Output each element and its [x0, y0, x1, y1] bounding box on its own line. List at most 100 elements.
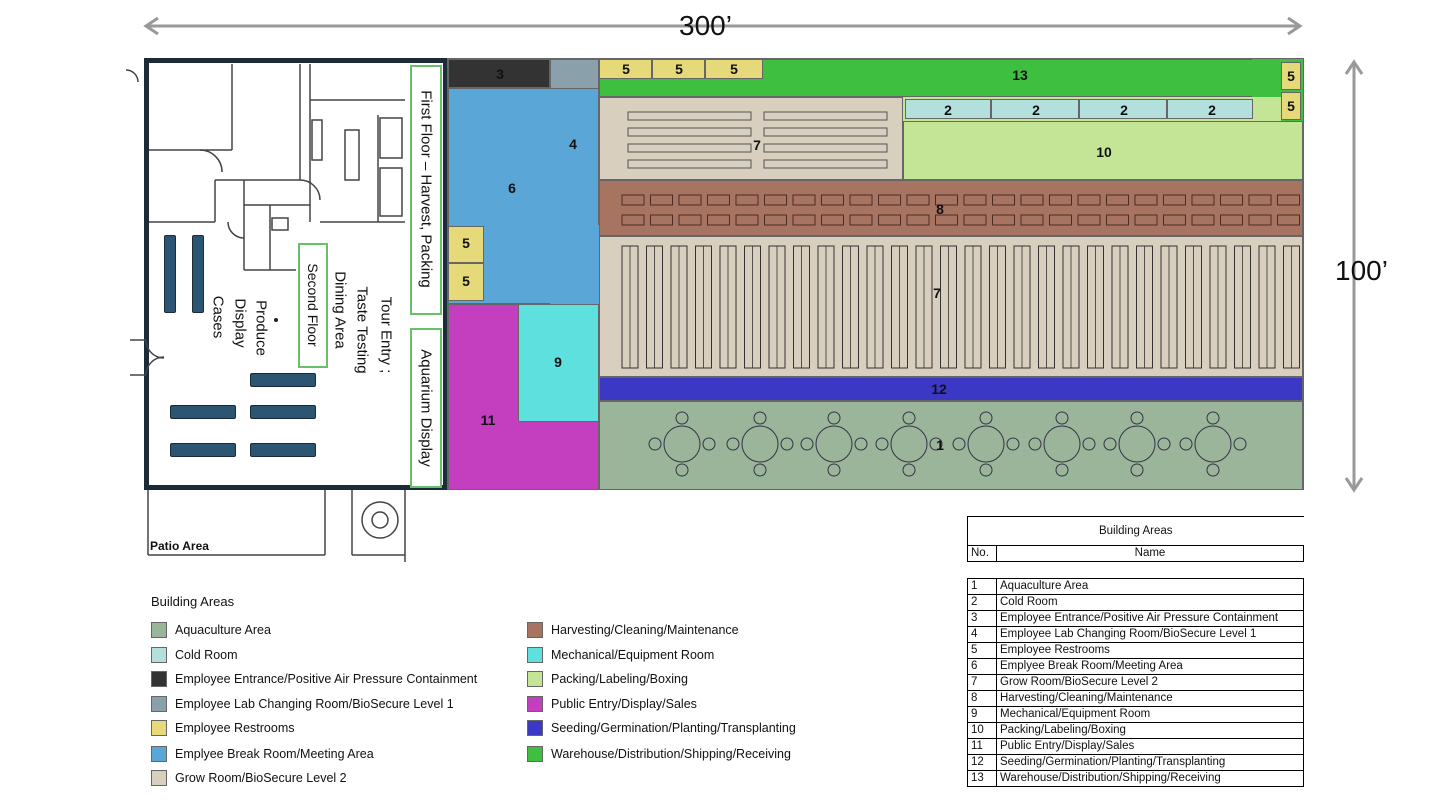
zone-label-3: 3 — [496, 66, 504, 82]
zone-5-restroom — [1281, 92, 1301, 120]
table-cell-name: Warehouse/Distribution/Shipping/Receivin… — [996, 770, 1304, 787]
harvest-table — [1248, 214, 1272, 226]
harvest-table — [735, 194, 759, 206]
tank-pump — [648, 437, 662, 451]
patio-label: Patio Area — [150, 539, 209, 553]
zone-6-notch — [550, 225, 599, 304]
zone-5-restroom — [1281, 62, 1301, 90]
table-cell-no: 3 — [967, 610, 997, 627]
legend-item: Employee Entrance/Positive Air Pressure … — [151, 670, 477, 688]
legend-swatch — [527, 622, 543, 638]
tank-pump — [979, 411, 993, 425]
legend-swatch — [151, 770, 167, 786]
tank-pump — [1206, 411, 1220, 425]
legend-item: Employee Restrooms — [151, 719, 295, 737]
zone-label-6: 6 — [508, 180, 516, 196]
harvest-table — [707, 214, 730, 226]
harvest-table — [1020, 194, 1044, 206]
harvest-table — [1020, 214, 1044, 226]
tank-pump — [827, 411, 841, 425]
legend-label: Public Entry/Display/Sales — [551, 697, 697, 711]
zone-label-11: 11 — [480, 412, 496, 428]
legend-item: Aquaculture Area — [151, 621, 271, 639]
table-cell-no: 10 — [967, 722, 997, 739]
tank-pump — [827, 463, 841, 477]
harvest-table — [992, 214, 1015, 226]
zone-8-harvesting — [599, 180, 1303, 236]
zone-5-restroom — [599, 59, 652, 79]
harvest-table — [906, 214, 930, 226]
tank-pump — [702, 437, 716, 451]
table-cell-name: Seeding/Germination/Planting/Transplanti… — [996, 754, 1304, 771]
harvest-table — [1049, 194, 1072, 206]
grow-bench — [627, 127, 752, 137]
tank-pump — [854, 437, 868, 451]
tank-pump — [1006, 437, 1020, 451]
harvest-table — [1049, 214, 1072, 226]
zone-label-5: 5 — [1287, 98, 1295, 114]
dot-marker — [274, 318, 278, 322]
table-cell-name: Employee Restrooms — [996, 642, 1304, 659]
tank-pump — [780, 437, 794, 451]
zone-label-7: 7 — [933, 285, 941, 301]
tank-pump — [1179, 437, 1193, 451]
tank-pump — [1233, 437, 1247, 451]
second-floor-box: Second Floor — [298, 243, 328, 368]
zone-label-12: 12 — [931, 381, 947, 397]
harvest-table — [878, 214, 901, 226]
harvest-table — [621, 194, 645, 206]
zone-label-9: 9 — [554, 354, 562, 370]
legend-swatch — [151, 720, 167, 736]
harvest-table — [1134, 194, 1158, 206]
table-cell-name: Public Entry/Display/Sales — [996, 738, 1304, 755]
harvest-table — [906, 194, 930, 206]
aquarium-display-box: Aquarium Display — [410, 328, 442, 488]
legend-item: Warehouse/Distribution/Shipping/Receivin… — [527, 745, 791, 763]
tank-pump — [800, 437, 814, 451]
legend-swatch — [151, 622, 167, 638]
zone-2-cold-room — [1079, 99, 1167, 119]
grow-bench — [763, 111, 888, 121]
grow-bench — [627, 111, 752, 121]
legend-swatch — [527, 671, 543, 687]
harvest-table — [1077, 214, 1101, 226]
display-case — [170, 443, 236, 457]
harvest-table — [1077, 194, 1101, 206]
tank-pump — [1082, 437, 1096, 451]
table-cell-no: 1 — [967, 578, 997, 595]
harvest-table — [678, 194, 702, 206]
legend-swatch — [151, 696, 167, 712]
table-cell-no: 8 — [967, 690, 997, 707]
zone-2-cold-room — [1167, 99, 1253, 119]
legend-label: Mechanical/Equipment Room — [551, 648, 715, 662]
tank-pump — [902, 463, 916, 477]
legend-label: Employee Lab Changing Room/BioSecure Lev… — [175, 697, 454, 711]
tank-pump — [1103, 437, 1117, 451]
table-cell-no: 2 — [967, 594, 997, 611]
legend-swatch — [151, 647, 167, 663]
harvest-table — [707, 194, 730, 206]
legend-item: Emplyee Break Room/Meeting Area — [151, 745, 374, 763]
display-case — [250, 443, 316, 457]
table-cell-no: 6 — [967, 658, 997, 675]
table-cell-no: 7 — [967, 674, 997, 691]
harvest-table — [963, 194, 987, 206]
legend-item: Seeding/Germination/Planting/Transplanti… — [527, 719, 796, 737]
width-dimension-label: 300’ — [679, 10, 732, 41]
display-case — [170, 405, 236, 419]
legend-label: Harvesting/Cleaning/Maintenance — [551, 623, 739, 637]
legend-label: Emplyee Break Room/Meeting Area — [175, 747, 374, 761]
table-cell-name: Aquaculture Area — [996, 578, 1304, 595]
table-cell-no: 12 — [967, 754, 997, 771]
legend-item: Employee Lab Changing Room/BioSecure Lev… — [151, 695, 454, 713]
harvest-table — [1220, 214, 1243, 226]
tank-pump — [753, 411, 767, 425]
harvest-table — [650, 214, 673, 226]
zone-2-cold-room — [905, 99, 991, 119]
